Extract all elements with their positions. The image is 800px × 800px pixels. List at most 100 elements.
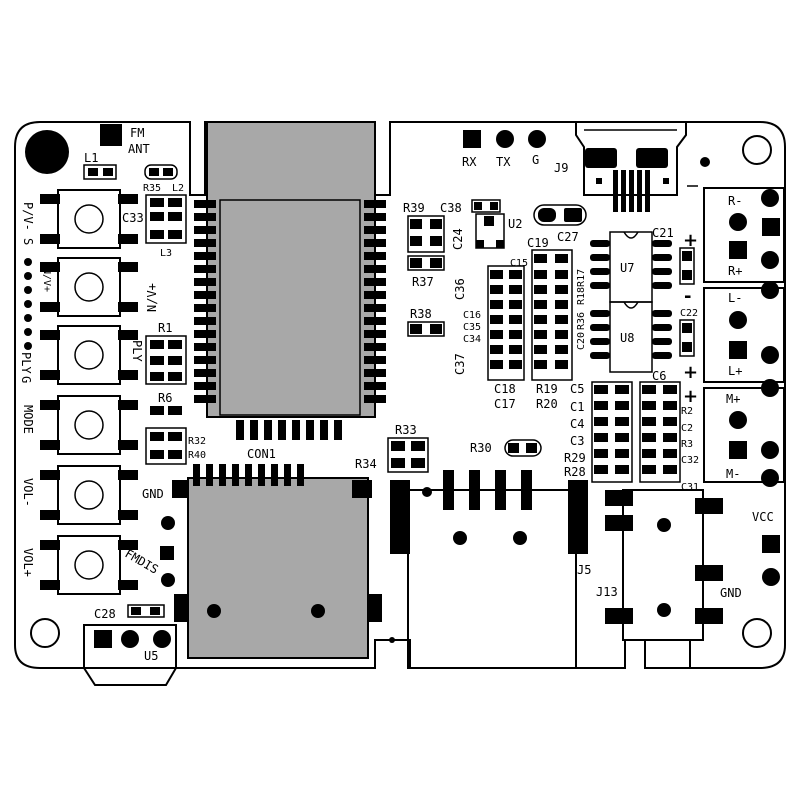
label-u8: U8 (620, 331, 634, 345)
label-r35: R35 (143, 183, 161, 194)
module-left-pins (194, 200, 216, 403)
button-vol-plus[interactable] (40, 535, 138, 595)
header-dots (24, 258, 32, 350)
label-plus-3: + (683, 386, 698, 407)
label-c4: C4 (570, 417, 584, 431)
label-c19: C19 (527, 236, 549, 250)
label-g-top: G (532, 153, 539, 167)
label-c3: C3 (570, 434, 584, 448)
terminal-m (703, 379, 785, 487)
label-c27: C27 (557, 230, 579, 244)
label-c24: C24 (451, 228, 465, 250)
label-l-minus: L- (728, 291, 742, 305)
label-l1: L1 (84, 151, 98, 165)
label-fmdis: FMDIS (123, 546, 161, 576)
label-c21: C21 (652, 226, 674, 240)
tx-pad (496, 130, 514, 148)
vcc-pad (762, 535, 780, 553)
label-plus-2: + (683, 362, 698, 383)
label-vol-minus: VOL- (21, 478, 35, 507)
label-c33: C33 (122, 211, 144, 225)
label-mode: MODE (21, 405, 35, 434)
label-c2: C2 (681, 423, 693, 434)
label-r40: R40 (188, 450, 206, 461)
j9-micro-usb (575, 122, 687, 212)
g-pad (528, 130, 546, 148)
label-c16: C16 (463, 310, 481, 321)
label-plus-1: + (683, 230, 698, 251)
label-r3: R3 (681, 439, 693, 450)
u5-regulator (83, 624, 177, 686)
label-r-plus: R+ (728, 264, 742, 278)
label-r2: R2 (681, 406, 693, 417)
gnd-pad (762, 568, 780, 586)
label-l2: L2 (172, 183, 184, 194)
l1-footprint (83, 164, 117, 180)
label-r30: R30 (470, 441, 492, 455)
label-u2: U2 (508, 217, 522, 231)
label-c1: C1 (570, 400, 584, 414)
label-m-plus: M+ (726, 392, 740, 406)
button-vol-minus[interactable] (40, 465, 138, 525)
label-r29: R29 (564, 451, 586, 465)
label-c15: C15 (510, 258, 528, 269)
label-r28: R28 (564, 465, 586, 479)
label-j13: J13 (596, 585, 618, 599)
label-r19: R19 (536, 382, 558, 396)
label-ply-right: PLY (130, 340, 144, 362)
module-bottom-pins (236, 420, 342, 440)
label-vcc: VCC (752, 510, 774, 524)
label-r37: R37 (412, 275, 434, 289)
terminal-l (703, 281, 785, 383)
label-pv-minus: P/V- (21, 202, 35, 231)
mounting-hole-bottom-right (742, 618, 772, 648)
label-r20: R20 (536, 397, 558, 411)
module-right-pins (364, 200, 386, 403)
label-j9: J9 (554, 161, 568, 175)
label-nv-plus-left: N/V+ (41, 268, 52, 292)
label-j5: J5 (577, 563, 591, 577)
label-c6: C6 (652, 369, 666, 383)
label-r32: R32 (188, 436, 206, 447)
label-r38: R38 (410, 307, 432, 321)
label-c5: C5 (570, 382, 584, 396)
label-gnd-left: GND (142, 487, 164, 501)
label-r33: R33 (395, 423, 417, 437)
label-nv-plus-right: N/V+ (145, 283, 159, 312)
label-vol-plus: VOL+ (21, 548, 35, 577)
label-l-plus: L+ (728, 364, 742, 378)
rx-pad (463, 130, 481, 148)
label-fm: FM (130, 126, 144, 140)
label-u7: U7 (620, 261, 634, 275)
button-nv-plus[interactable] (40, 257, 138, 317)
label-r34: R34 (355, 457, 377, 471)
label-c31: C31 (681, 482, 699, 493)
button-mode[interactable] (40, 395, 138, 455)
board-outline (14, 121, 786, 669)
u7-chip (590, 231, 672, 303)
l2-footprint (144, 164, 178, 180)
mounting-hole-bottom-left (30, 618, 60, 648)
bluetooth-module (206, 121, 376, 418)
c27-capacitor (533, 204, 587, 226)
label-c22: C22 (680, 308, 698, 319)
label-tx: TX (496, 155, 511, 169)
label-c32: C32 (681, 455, 699, 466)
mounting-hole-top-right (742, 135, 772, 165)
terminal-r (703, 187, 785, 283)
label-r36: R36 (576, 312, 587, 330)
fm-ant-pad (100, 124, 122, 146)
label-gnd-right: GND (720, 586, 742, 600)
label-c18: C18 (494, 382, 516, 396)
antenna-pad (25, 130, 69, 174)
label-rx: RX (462, 155, 477, 169)
button-play[interactable] (40, 325, 138, 385)
j13-audio-jack (605, 489, 723, 669)
label-r18r17: R18R17 (576, 269, 587, 305)
u8-chip (590, 301, 672, 373)
label-minus-1: - (684, 286, 691, 307)
button-pv-minus[interactable] (40, 189, 138, 249)
label-con1: CON1 (247, 447, 276, 461)
passive-grid-c (591, 381, 681, 483)
